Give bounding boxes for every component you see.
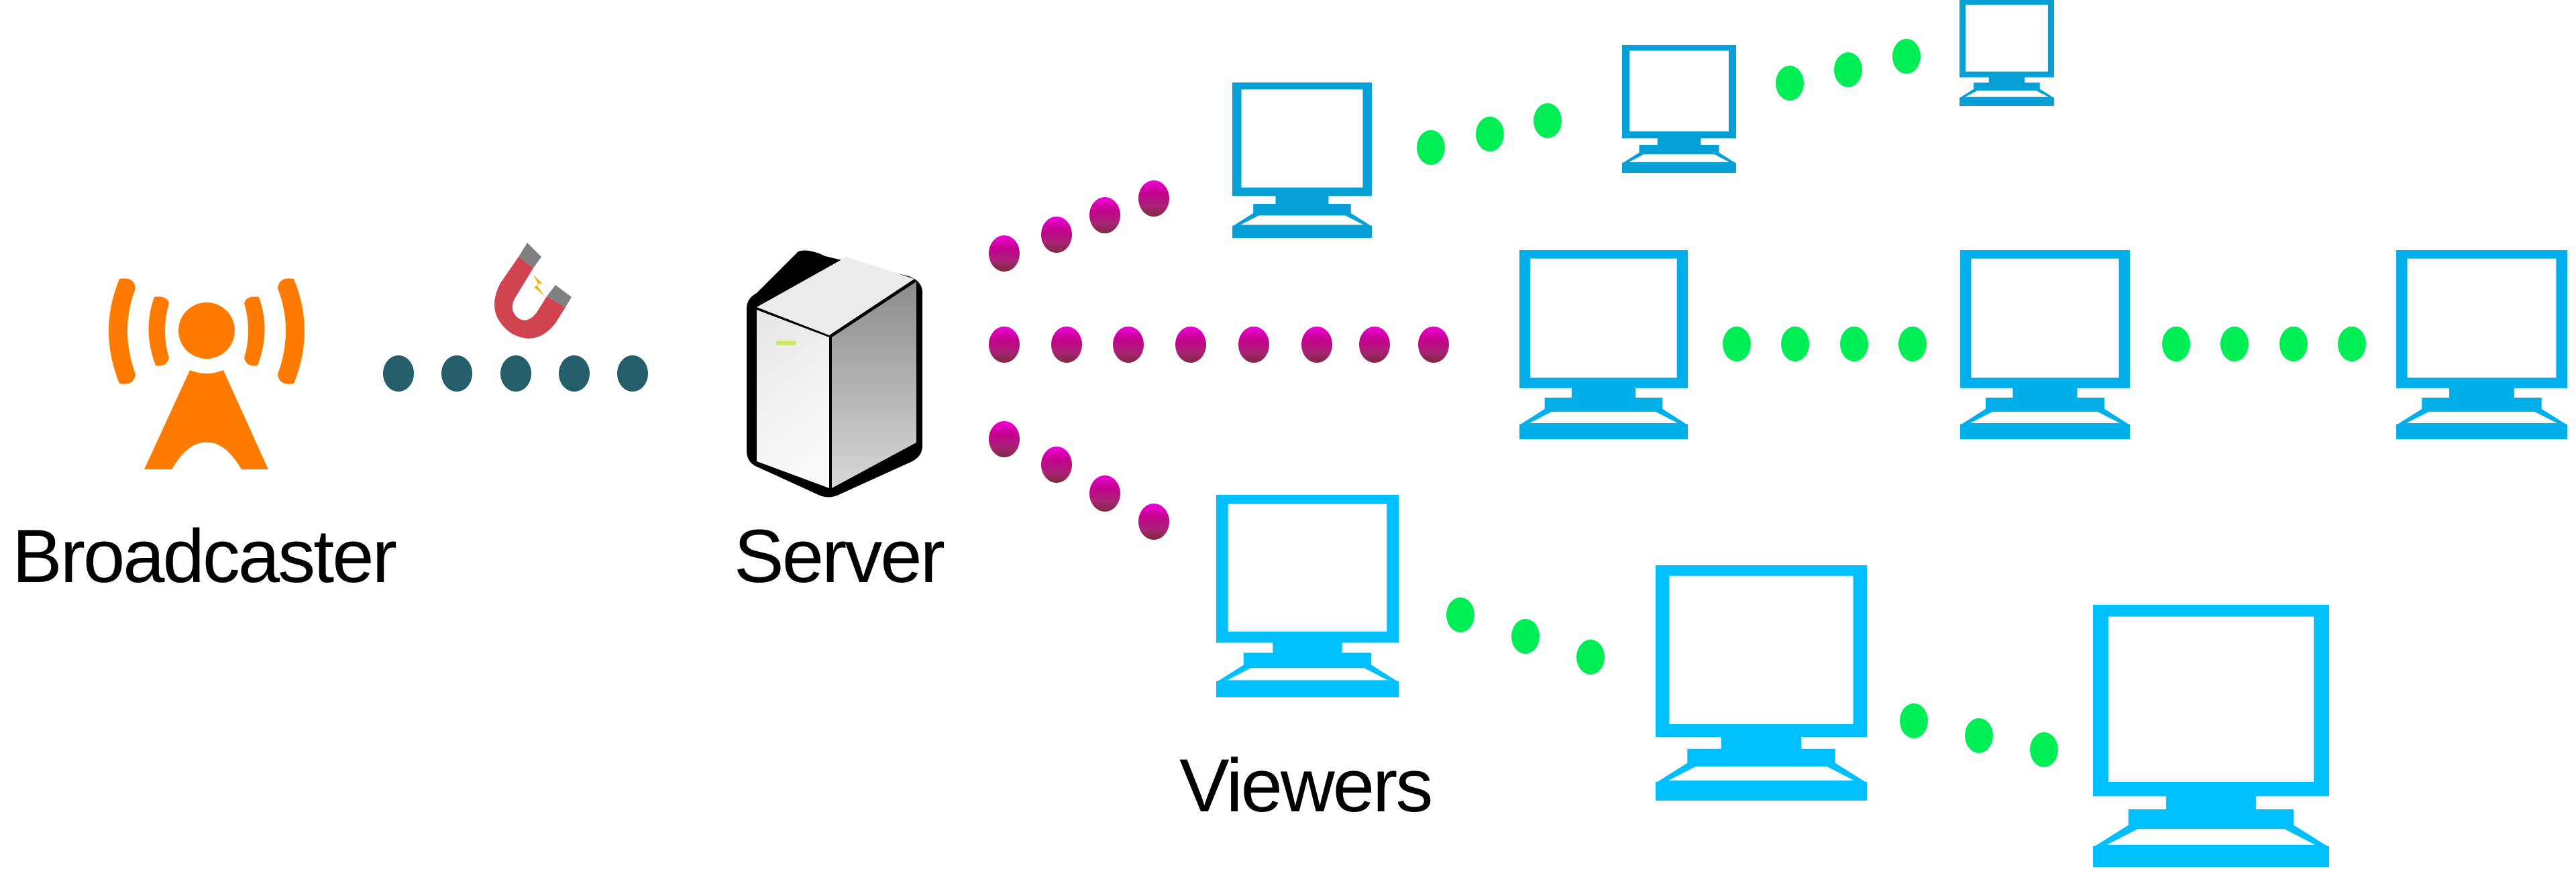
connection-dot <box>989 421 1020 457</box>
connection-dot <box>1576 640 1605 675</box>
computer-screen <box>2407 258 2557 378</box>
connection-dot <box>2279 327 2308 361</box>
connection-dot <box>1113 327 1144 363</box>
broadcaster-label: Broadcaster <box>12 514 396 598</box>
link-viewer-top-2-to-viewer-top-3 <box>1776 39 1921 101</box>
connection-dot <box>1041 447 1072 483</box>
signal-wave-inner-left <box>148 296 169 366</box>
computer-screen <box>1966 5 2048 72</box>
connection-dot <box>559 355 590 392</box>
computer-screen <box>1629 50 1729 131</box>
connection-dot <box>1534 103 1562 138</box>
connection-dot <box>1898 327 1927 361</box>
connection-dots <box>383 39 2366 767</box>
connection-dot <box>1900 703 1928 738</box>
keyboard-shape <box>1529 412 1678 424</box>
computer-screen <box>1228 504 1387 632</box>
computer-icon <box>1216 495 1399 697</box>
connection-dot <box>1051 327 1082 363</box>
signal-wave-outer-left <box>109 278 136 384</box>
computer-icon <box>1960 250 2130 439</box>
viewer-computers <box>1216 0 2567 867</box>
connection-dot <box>1776 66 1804 101</box>
computer-screen <box>1241 89 1363 188</box>
connection-dot <box>1723 327 1751 361</box>
connection-dot <box>1301 327 1332 363</box>
connection-dot <box>383 355 414 392</box>
connection-dot <box>1138 504 1169 540</box>
computer-screen <box>2108 616 2314 782</box>
connection-dot <box>500 355 531 392</box>
link-viewer-top-1-to-viewer-top-2 <box>1417 103 1562 165</box>
computer-icon <box>2093 605 2329 867</box>
computer-icon <box>1232 82 1372 238</box>
link-broadcaster-to-server <box>383 355 648 392</box>
server-side <box>832 282 916 488</box>
connection-dot <box>1138 180 1169 217</box>
signal-wave-inner-right <box>244 296 265 366</box>
link-server-to-viewer-mid-1 <box>989 327 1449 363</box>
connection-dot <box>1359 327 1390 363</box>
keyboard-shape <box>1629 154 1729 162</box>
server-label: Server <box>734 514 945 598</box>
connection-dot <box>989 235 1020 272</box>
computer-screen <box>1530 258 1677 378</box>
keyboard-shape <box>1227 668 1388 681</box>
connection-dot <box>441 355 472 392</box>
link-server-to-viewer-top-1 <box>989 180 1169 272</box>
link-viewer-mid-2-to-viewer-mid-3 <box>2162 327 2366 361</box>
keyboard-shape <box>1970 412 2120 424</box>
connection-dot <box>1417 130 1445 165</box>
connection-dot <box>1511 619 1540 654</box>
server-top <box>757 257 914 335</box>
connection-dot <box>1446 597 1474 632</box>
signal-wave-outer-right <box>278 278 305 384</box>
connection-dot <box>989 327 1020 363</box>
connection-dot <box>1089 197 1120 233</box>
tower-head <box>178 302 235 359</box>
connection-dot <box>1781 327 1809 361</box>
connection-dot <box>1089 475 1120 512</box>
link-server-to-viewer-bottom-1 <box>989 421 1169 540</box>
computer-icon <box>1519 250 1688 439</box>
server-led <box>776 341 796 345</box>
computer-screen <box>1971 258 2119 378</box>
viewers-label: Viewers <box>1179 744 1431 827</box>
connection-dot <box>617 355 648 392</box>
connection-dot <box>1892 39 1921 74</box>
computer-icon <box>2396 250 2567 439</box>
computer-icon <box>1960 0 2054 106</box>
server-icon <box>747 250 923 498</box>
connection-dot <box>2220 327 2249 361</box>
keyboard-shape <box>2107 829 2315 845</box>
connection-dot <box>1965 718 1993 753</box>
connection-dot <box>1834 52 1862 87</box>
link-viewer-bottom-1-to-viewer-bottom-2 <box>1446 597 1605 675</box>
connection-dot <box>1041 217 1072 253</box>
broadcast-tower-icon <box>109 278 305 469</box>
computer-icon <box>1656 565 1867 801</box>
connection-dot <box>1476 117 1504 152</box>
connection-dot <box>2030 732 2058 767</box>
keyboard-shape <box>2406 412 2557 424</box>
link-viewer-bottom-2-to-viewer-bottom-3 <box>1900 703 2058 767</box>
connection-dot <box>2338 327 2366 361</box>
connection-dot <box>1418 327 1449 363</box>
keyboard-shape <box>1965 91 2049 97</box>
keyboard-shape <box>1240 215 1364 225</box>
connection-dot <box>1175 327 1206 363</box>
connection-dot <box>1840 327 1868 361</box>
connection-dot <box>1238 327 1269 363</box>
server-front <box>757 310 829 488</box>
tower-body <box>144 370 268 469</box>
keyboard-shape <box>1668 766 1855 781</box>
link-viewer-mid-1-to-viewer-mid-2 <box>1723 327 1927 361</box>
magnet-icon <box>494 243 572 339</box>
connection-dot <box>2162 327 2190 361</box>
computer-screen <box>1669 575 1854 724</box>
computer-icon <box>1622 45 1736 173</box>
